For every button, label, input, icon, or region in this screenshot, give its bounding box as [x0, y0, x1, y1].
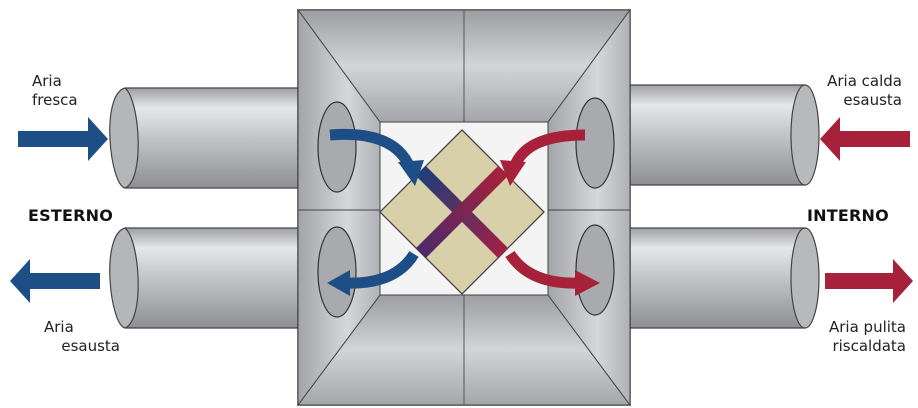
duct-left-bottom: [110, 228, 310, 328]
arrow-exhaust-out: [10, 259, 100, 303]
label-warm-exhaust-in-line2: esausta: [786, 91, 902, 110]
arrow-heated-out: [825, 259, 913, 303]
label-warm-exhaust-in-line1: Aria calda: [786, 72, 902, 91]
port-right-bottom: [576, 225, 614, 315]
port-left-bottom: [318, 227, 356, 317]
label-warm-exhaust-in: Aria calda esausta: [786, 72, 902, 110]
label-fresh-air: Aria fresca: [32, 72, 78, 110]
label-outside: ESTERNO: [28, 206, 113, 225]
label-exhaust-air-out: Aria esausta: [44, 318, 120, 356]
label-fresh-air-line1: Aria: [32, 72, 78, 91]
port-right-top: [576, 98, 614, 188]
label-clean-heated-out: Aria pulita riscaldata: [782, 318, 906, 356]
label-exhaust-air-out-line2: esausta: [44, 337, 120, 356]
label-fresh-air-line2: fresca: [32, 91, 78, 110]
duct-right-bottom: [620, 228, 819, 328]
arrow-warm-exhaust-in: [820, 117, 910, 161]
label-clean-heated-out-line1: Aria pulita: [782, 318, 906, 337]
label-exhaust-air-out-line1: Aria: [44, 318, 120, 337]
label-inside: INTERNO: [807, 206, 889, 225]
duct-left-top: [110, 88, 310, 188]
arrow-fresh-air-in: [18, 117, 108, 161]
port-left-top: [318, 102, 356, 192]
label-clean-heated-out-line2: riscaldata: [782, 337, 906, 356]
